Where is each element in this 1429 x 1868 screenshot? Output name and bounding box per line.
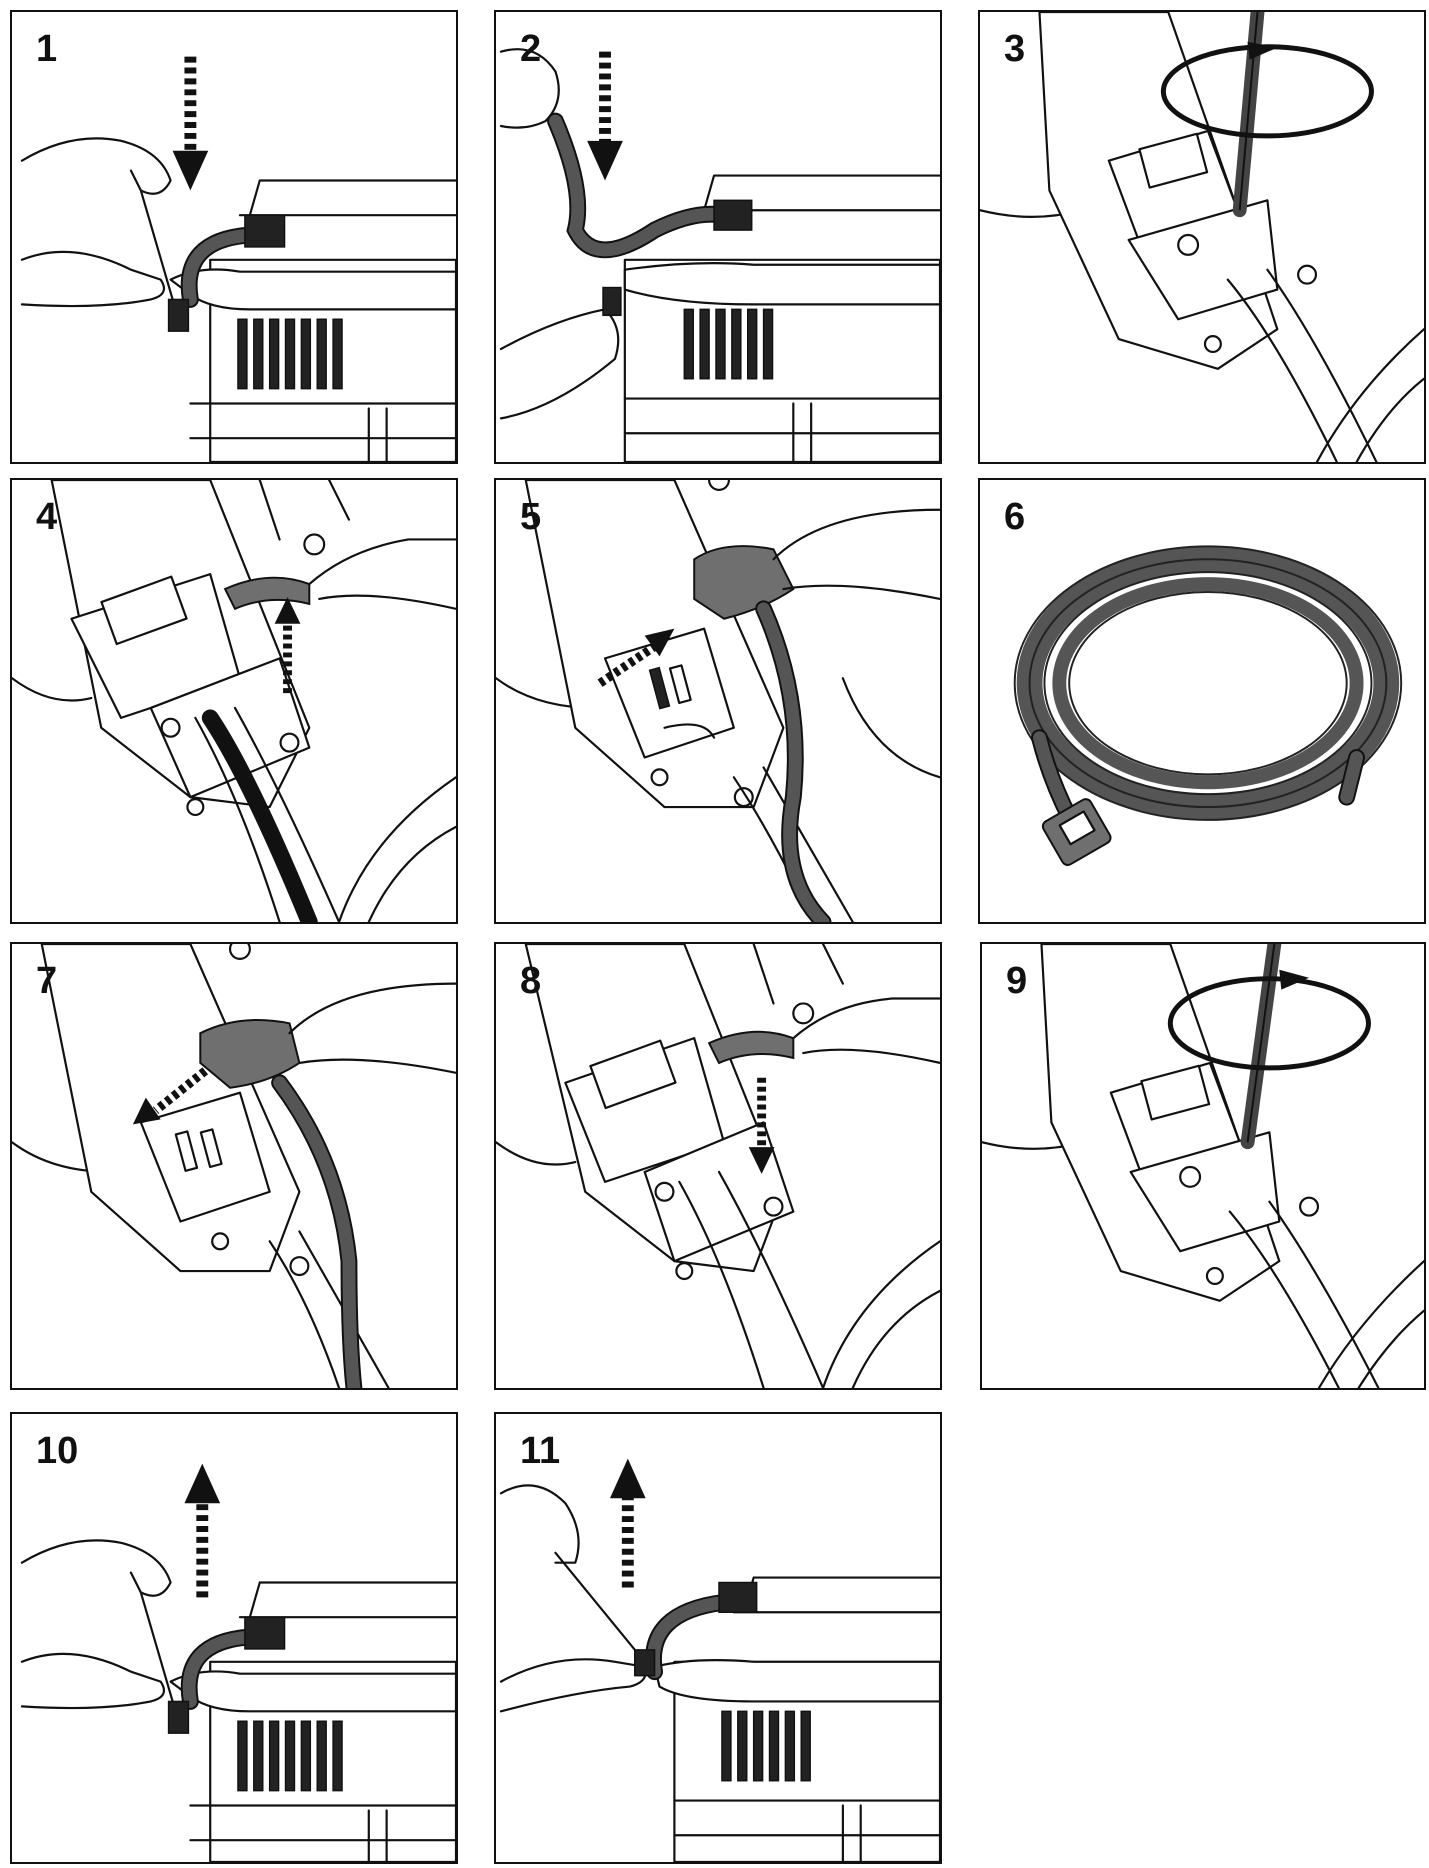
step-10-illustration	[12, 1414, 456, 1862]
dashed-arrow-down-icon	[173, 57, 209, 191]
step-5-panel: 5	[494, 478, 942, 924]
step-5-illustration	[496, 480, 940, 922]
step-number: 5	[520, 498, 541, 536]
step-2-panel: 2	[494, 10, 942, 464]
step-number: 7	[36, 962, 57, 1000]
step-1-illustration	[12, 12, 456, 462]
step-number: 8	[520, 962, 541, 1000]
step-6-illustration	[980, 480, 1424, 922]
step-number: 4	[36, 498, 57, 536]
step-number: 2	[520, 30, 541, 68]
vent-grille	[238, 1721, 342, 1790]
step-3-illustration	[980, 12, 1424, 462]
step-11-illustration	[496, 1414, 940, 1862]
dashed-arrow-down-icon	[587, 52, 623, 181]
step-2-illustration	[496, 12, 940, 462]
step-8-illustration	[496, 944, 940, 1388]
step-3-panel: 3	[978, 10, 1426, 464]
vent-grille	[238, 319, 342, 388]
step-10-panel: 10	[10, 1412, 458, 1864]
step-6-panel: 6	[978, 478, 1426, 924]
step-7-illustration	[12, 944, 456, 1388]
step-11-panel: 11	[494, 1412, 942, 1864]
step-4-illustration	[12, 480, 456, 922]
step-1-panel: 1	[10, 10, 458, 464]
step-9-illustration	[982, 944, 1424, 1388]
step-number: 10	[36, 1432, 78, 1470]
step-number: 11	[520, 1432, 560, 1470]
step-9-panel: 9	[980, 942, 1426, 1390]
step-number: 1	[36, 30, 57, 68]
step-8-panel: 8	[494, 942, 942, 1390]
step-4-panel: 4	[10, 478, 458, 924]
step-7-panel: 7	[10, 942, 458, 1390]
step-number: 9	[1006, 962, 1027, 1000]
step-number: 3	[1004, 30, 1025, 68]
step-number: 6	[1004, 498, 1025, 536]
dashed-arrow-up-icon	[184, 1464, 220, 1598]
dashed-arrow-up-icon	[610, 1459, 646, 1588]
